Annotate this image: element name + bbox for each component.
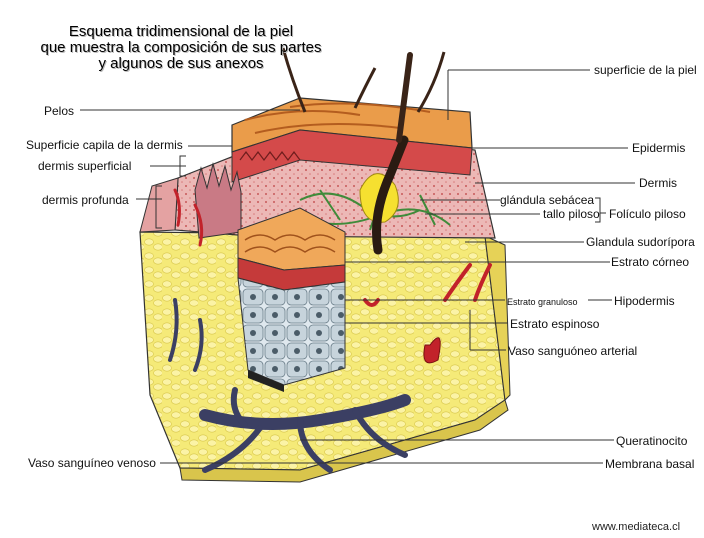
label-dermis-superficial: dermis superficial (38, 159, 131, 173)
label-estrato-corneo: Estrato córneo (611, 255, 689, 269)
stratum-spinosum (238, 278, 345, 385)
label-pelos: Pelos (44, 104, 74, 118)
label-glandula-sudoripara: Glandula sudorípora (586, 235, 695, 249)
label-superficie-piel: superficie de la piel (594, 63, 697, 77)
label-epidermis: Epidermis (632, 141, 685, 155)
credit-watermark: www.mediateca.cl (592, 521, 680, 533)
label-vaso-venoso: Vaso sanguíneo venoso (28, 456, 156, 470)
label-foliculo-piloso: Folículo piloso (609, 207, 686, 221)
label-queratinocito: Queratinocito (616, 434, 687, 448)
label-hipodermis: Hipodermis (614, 294, 675, 308)
label-membrana-basal: Membrana basal (605, 457, 694, 471)
title-line-3: y algunos de sus anexos (40, 56, 322, 72)
label-dermis: Dermis (639, 176, 677, 190)
label-superficie-capilar: Superficie capila de la dermis (26, 138, 183, 152)
label-tallo-piloso: tallo piloso (543, 207, 600, 221)
diagram-title: Esquema tridimensional de la piel que mu… (40, 24, 322, 72)
title-line-1: Esquema tridimensional de la piel (40, 24, 322, 40)
label-estrato-granuloso: Estrato granuloso (507, 295, 578, 309)
label-vaso-arterial: Vaso sanguóneo arterial (508, 344, 637, 358)
label-glandula-sebacea: glándula sebácea (500, 193, 594, 207)
label-dermis-profunda: dermis profunda (42, 193, 129, 207)
title-line-2: que muestra la composición de sus partes (40, 40, 322, 56)
label-estrato-espinoso: Estrato espinoso (510, 317, 599, 331)
